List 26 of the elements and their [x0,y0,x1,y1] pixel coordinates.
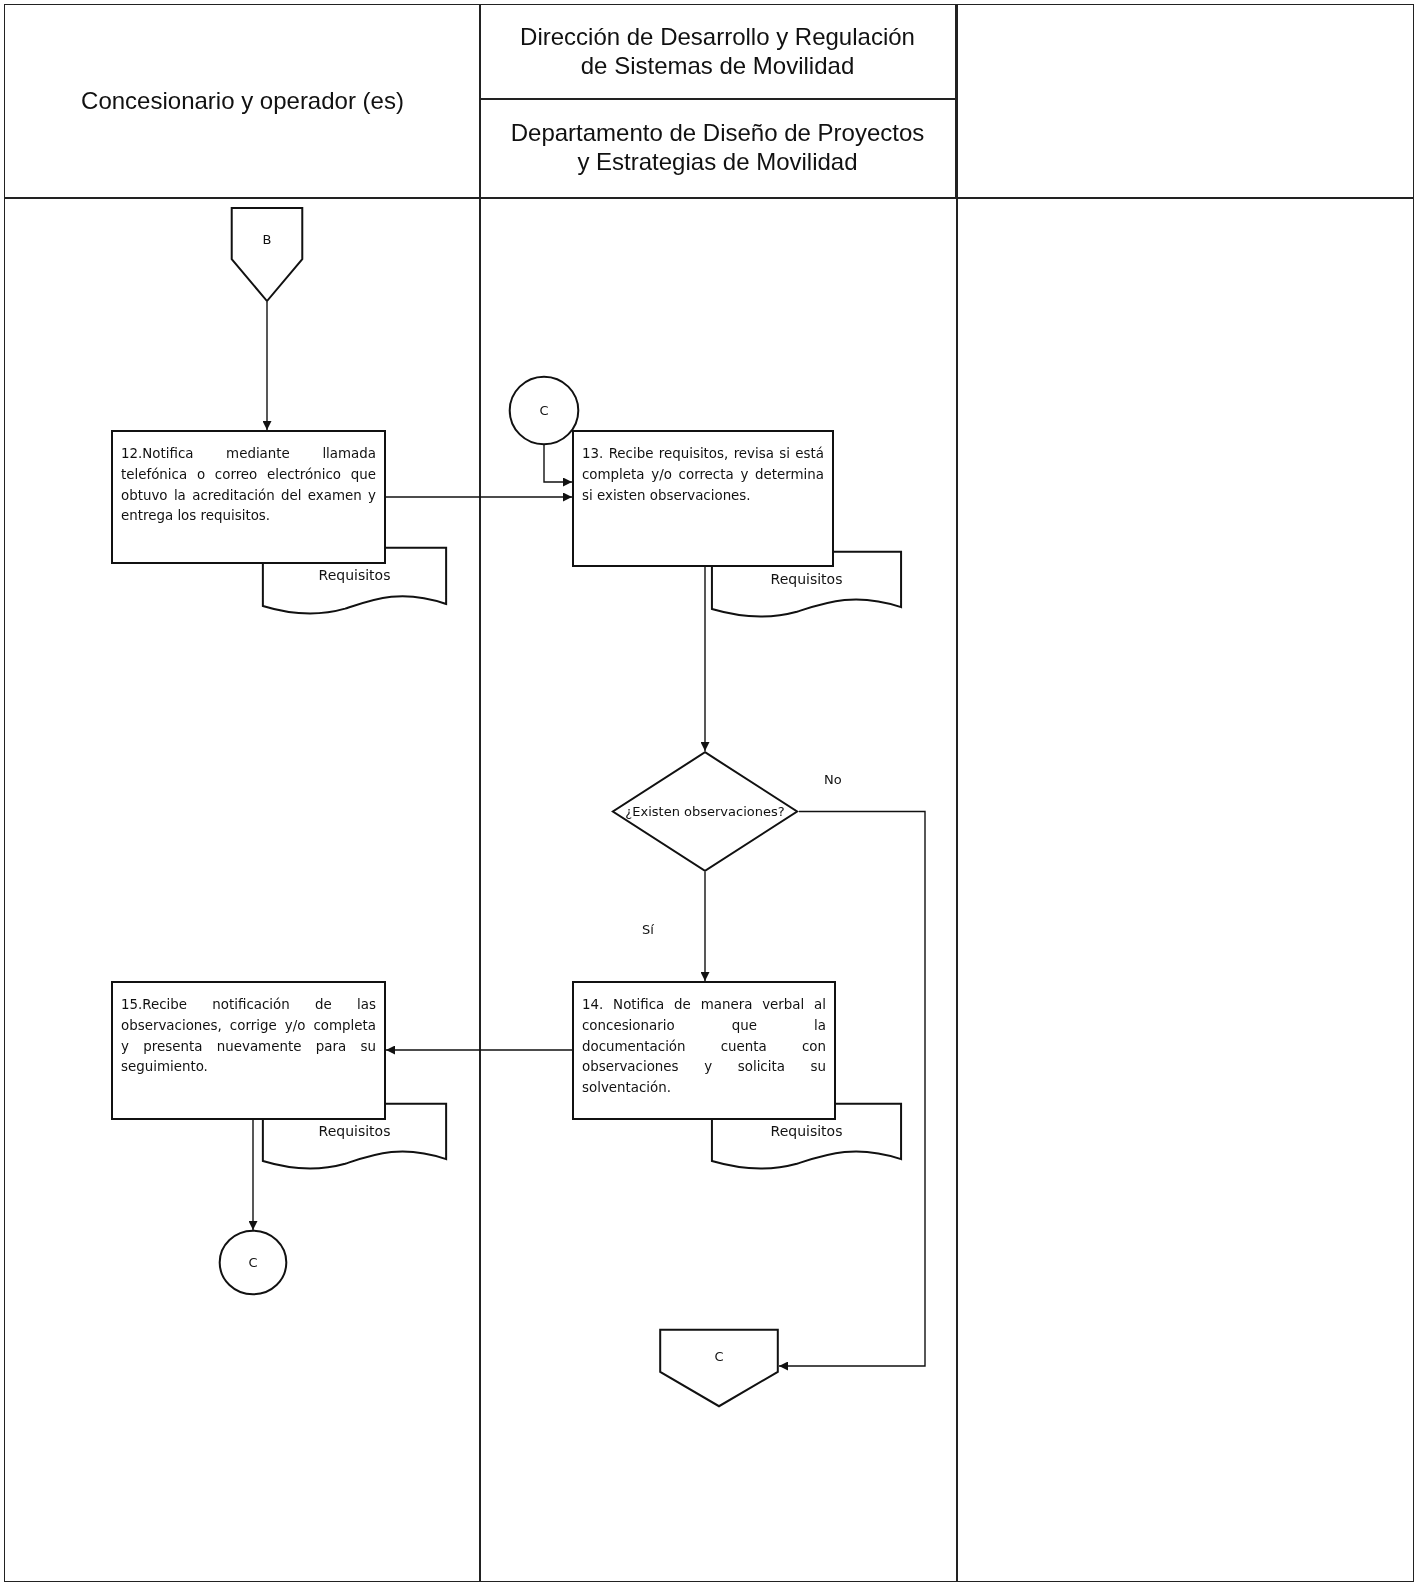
connector-letter: C [539,401,549,420]
document-label: Requisitos [317,1123,392,1139]
edge-label: No [822,772,844,787]
edge-label: Sí [640,922,656,937]
lane-header: Departamento de Diseño de Proyectos y Estrategias de Movilidad [479,98,956,198]
document-label: Requisitos [769,1123,844,1139]
arrow [262,301,272,431]
decision-text: ¿Existen observaciones? [625,802,785,821]
offpage-connector [231,207,303,302]
connector-letter: B [262,231,272,250]
arrow [778,810,926,1371]
lane-header: Dirección de Desarrollo y Regulación de Sistemas de Movilidad [479,4,956,100]
connector-letter: C [714,1347,724,1366]
arrow [385,1045,573,1055]
document-label: Requisitos [769,571,844,587]
arrow [700,566,710,752]
arrow [543,444,573,487]
connector-circle [219,1230,287,1295]
document-label: Requisitos [317,567,392,583]
decision-diamond [611,751,799,872]
offpage-connector [659,1329,779,1407]
connector-letter: C [248,1253,258,1272]
arrow [385,492,573,502]
arrow [248,1119,258,1231]
arrow [700,871,710,982]
connector-circle [509,376,579,445]
